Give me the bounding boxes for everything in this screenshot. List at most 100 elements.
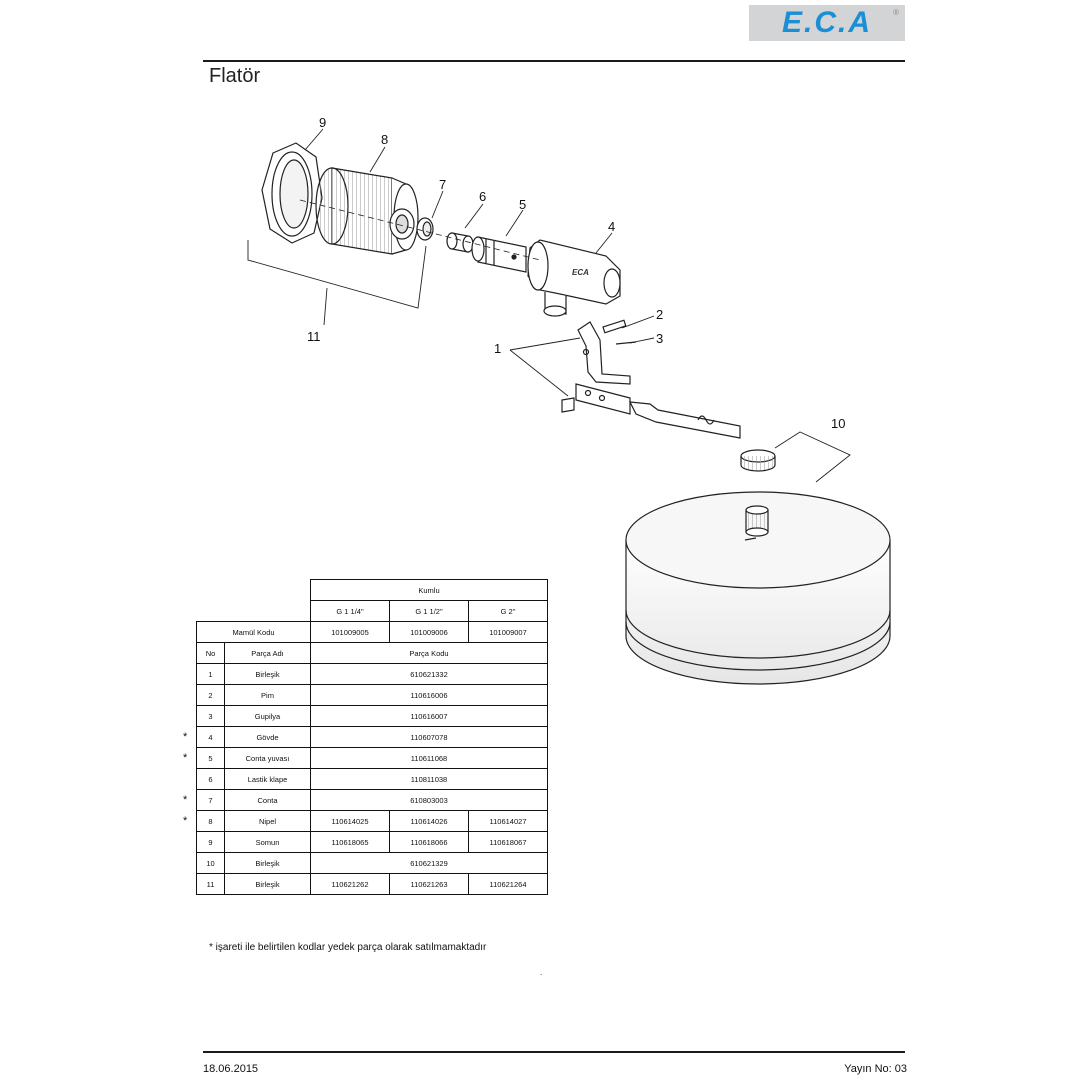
part-name: Somun: [224, 831, 311, 853]
part-name: Gupilya: [224, 705, 311, 727]
part-seal-seat: [471, 236, 527, 273]
product-code: 101009006: [389, 621, 469, 643]
part-name: Conta: [224, 789, 311, 811]
star-marker: *: [183, 794, 188, 806]
logo-text: E.C.A: [781, 6, 872, 39]
part-no: 5: [196, 747, 225, 769]
part-code: 110611068: [310, 747, 548, 769]
part-code: 110616007: [310, 705, 548, 727]
callout-7: 7: [439, 177, 446, 192]
page-title: Flatör: [209, 65, 261, 87]
footer-rule: [203, 1051, 905, 1053]
part-code: 110618066: [389, 831, 469, 853]
body-mark: ECA: [572, 268, 589, 277]
part-name: Gövde: [224, 726, 311, 748]
part-code: 110614027: [468, 810, 548, 832]
part-name: Birleşik: [224, 663, 311, 685]
part-code: 110607078: [310, 726, 548, 748]
part-name: Birleşik: [224, 852, 311, 874]
callout-5: 5: [519, 197, 526, 212]
part-name: Lastik klape: [224, 768, 311, 790]
part-no: 6: [196, 768, 225, 790]
part-code: 110614025: [310, 810, 390, 832]
part-code: 110618067: [468, 831, 548, 853]
col-name-header: Parça Adı: [224, 642, 311, 664]
footer-date: 18.06.2015: [203, 1063, 259, 1075]
size-header: G 2": [468, 600, 548, 622]
callout-3: 3: [656, 331, 663, 346]
part-code: 110811038: [310, 768, 548, 790]
part-no: 11: [196, 873, 225, 895]
part-no: 2: [196, 684, 225, 706]
part-pin: [602, 319, 637, 345]
part-no: 3: [196, 705, 225, 727]
part-no: 4: [196, 726, 225, 748]
registered-mark: ®: [893, 8, 899, 17]
product-code: 101009005: [310, 621, 390, 643]
part-nut: [261, 142, 323, 244]
callout-2: 2: [656, 307, 663, 322]
callout-9: 9: [319, 115, 326, 130]
part-no: 1: [196, 663, 225, 685]
part-code: 110618065: [310, 831, 390, 853]
part-name: Conta yuvası: [224, 747, 311, 769]
part-code: 610621329: [310, 852, 548, 874]
header-rule: [203, 60, 905, 62]
callout-1: 1: [494, 341, 501, 356]
col-code-header: Parça Kodu: [310, 642, 548, 664]
callout-10: 10: [831, 416, 845, 431]
footnote: * işareti ile belirtilen kodlar yedek pa…: [209, 942, 487, 953]
star-marker: *: [183, 815, 188, 827]
group-header: Kumlu: [310, 579, 548, 601]
footer-publication: Yayın No: 03: [844, 1063, 907, 1075]
callout-4: 4: [608, 219, 615, 234]
part-code: 110621262: [310, 873, 390, 895]
part-code: 610621332: [310, 663, 548, 685]
part-code: 610803003: [310, 789, 548, 811]
part-no: 8: [196, 810, 225, 832]
part-no: 10: [196, 852, 225, 874]
callout-6: 6: [479, 189, 486, 204]
part-lever-assembly: [561, 321, 741, 439]
size-header: G 1 1/2": [389, 600, 469, 622]
part-body: ECA: [527, 239, 621, 317]
product-code-label: Mamül Kodu: [196, 621, 311, 643]
part-code: 110614026: [389, 810, 469, 832]
callout-8: 8: [381, 132, 388, 147]
col-no-header: No: [196, 642, 225, 664]
part-name: Birleşik: [224, 873, 311, 895]
part-float: [625, 449, 891, 685]
stray-dot: .: [540, 968, 543, 977]
part-name: Pim: [224, 684, 311, 706]
star-marker: *: [183, 752, 188, 764]
part-code: 110621264: [468, 873, 548, 895]
leader-lines: [247, 128, 851, 483]
part-name: Nipel: [224, 810, 311, 832]
part-gasket: [416, 217, 434, 241]
eca-logo: E.C.A ®: [749, 5, 905, 41]
assembly-axis: [299, 199, 541, 261]
star-marker: *: [183, 731, 188, 743]
product-code: 101009007: [468, 621, 548, 643]
callout-11: 11: [307, 329, 321, 344]
part-no: 7: [196, 789, 225, 811]
part-no: 9: [196, 831, 225, 853]
part-code: 110616006: [310, 684, 548, 706]
parts-table: Kumlu G 1 1/4" G 1 1/2" G 2" Mamül Kodu …: [196, 579, 548, 895]
part-nipple: [315, 167, 419, 255]
size-header: G 1 1/4": [310, 600, 390, 622]
part-code: 110621263: [389, 873, 469, 895]
